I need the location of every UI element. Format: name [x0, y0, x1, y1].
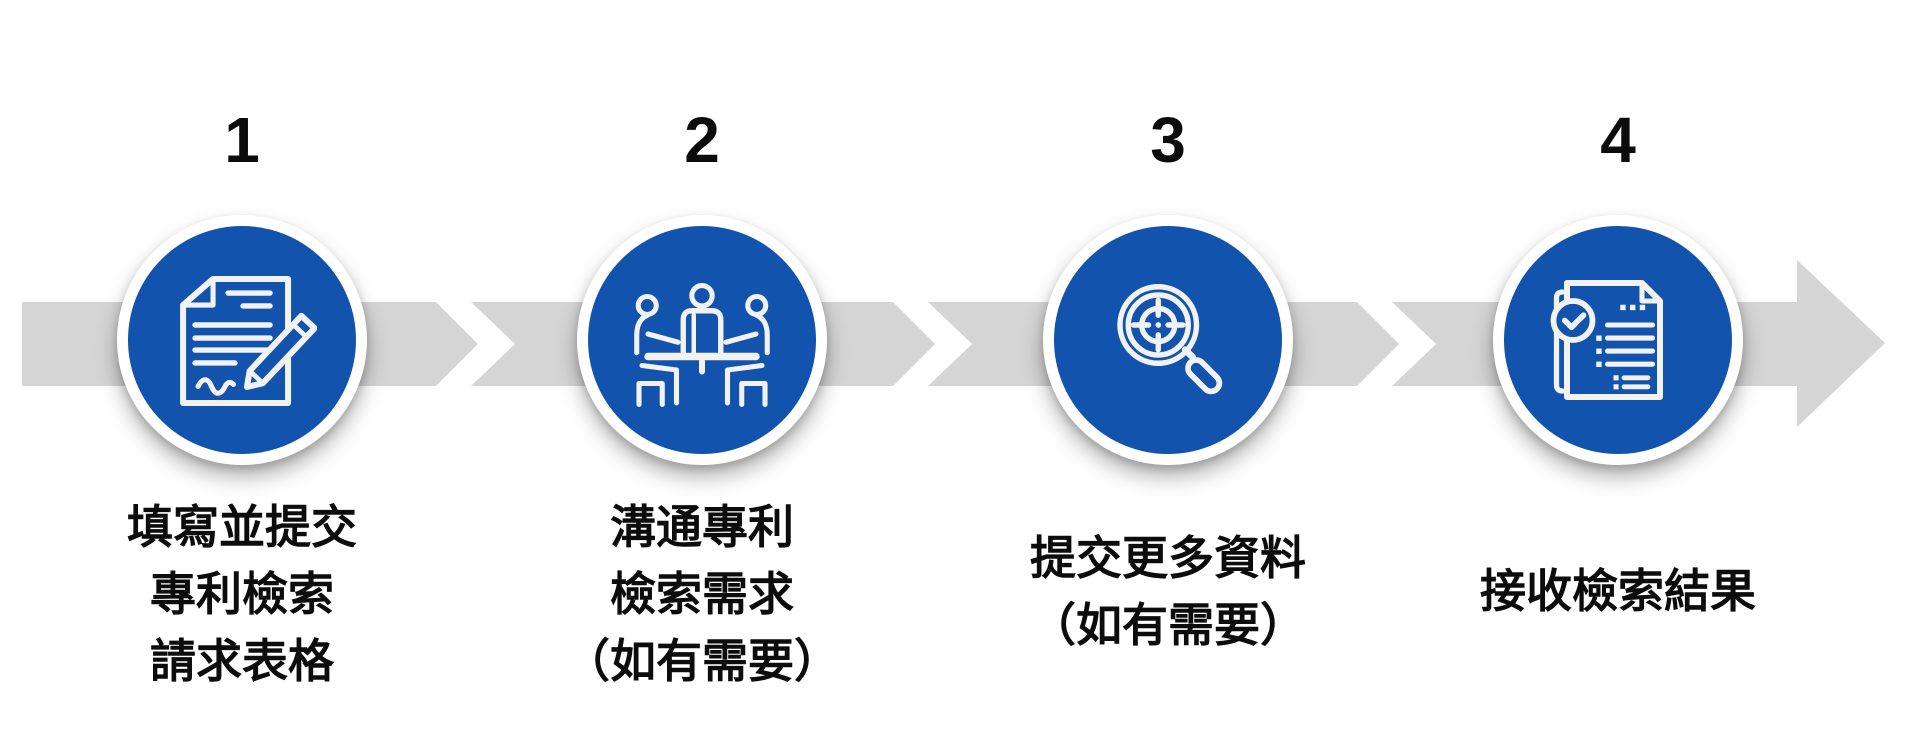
step-label-line: 提交更多資料	[1030, 532, 1306, 584]
step-circle-1	[117, 215, 367, 465]
step-label-line: 填寫並提交	[127, 501, 357, 553]
step-label-3: 提交更多資料 （如有需要）	[938, 525, 1398, 659]
step-label-line: 請求表格	[150, 635, 334, 687]
step-number-2: 2	[684, 104, 720, 176]
step-number-4: 4	[1600, 104, 1636, 176]
step-label-line: （如有需要）	[564, 635, 840, 687]
step-label-1: 填寫並提交 專利檢索 請求表格	[12, 494, 472, 695]
meeting-table-icon	[627, 265, 777, 415]
step-label-line: （如有需要）	[1030, 599, 1306, 651]
step-number-1: 1	[224, 104, 260, 176]
report-check-icon	[1543, 265, 1693, 415]
step-label-4: 接收檢索結果	[1388, 558, 1848, 625]
step-circle-3	[1043, 215, 1293, 465]
step-label-2: 溝通專利 檢索需求 （如有需要）	[472, 494, 932, 695]
target-magnifier-icon	[1093, 265, 1243, 415]
step-number-3: 3	[1150, 104, 1186, 176]
step-label-line: 溝通專利	[610, 501, 794, 553]
step-circle-2	[577, 215, 827, 465]
step-label-line: 專利檢索	[150, 568, 334, 620]
document-pencil-icon	[167, 265, 317, 415]
step-label-line: 檢索需求	[610, 568, 794, 620]
step-circle-4	[1493, 215, 1743, 465]
step-label-line: 接收檢索結果	[1480, 565, 1756, 617]
